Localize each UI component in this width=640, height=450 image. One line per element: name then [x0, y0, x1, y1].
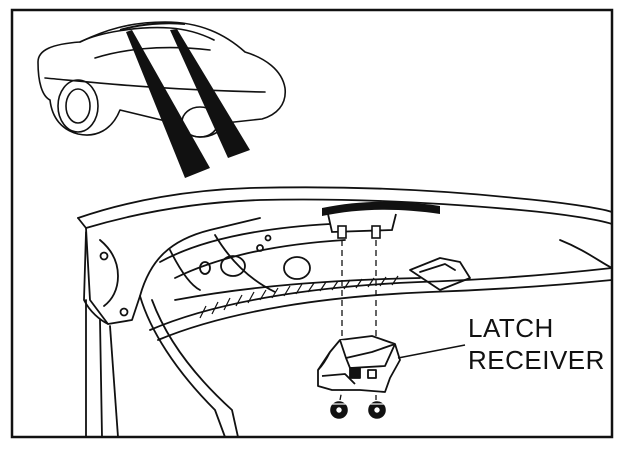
car-window-line — [94, 46, 211, 59]
callout-label-line1: LATCH — [468, 313, 554, 343]
bolt-right — [368, 401, 386, 419]
panel-hole-left — [220, 255, 246, 277]
car-side-line — [44, 77, 266, 93]
callout-label-line2: RECEIVER — [468, 345, 605, 375]
latch-mount-plate — [322, 201, 440, 239]
callout-leader-line — [397, 344, 466, 359]
car-overview-illustration — [37, 21, 286, 138]
car-front-wheel — [57, 79, 99, 133]
mounting-stud-right — [371, 225, 381, 239]
car-body-outline — [37, 21, 286, 138]
panel-hole-right — [283, 256, 311, 280]
latch-bolts — [330, 401, 386, 419]
bolt-left — [330, 401, 348, 419]
car-roof-line — [79, 26, 215, 43]
trunk-lid-detail — [77, 186, 613, 438]
hinge-panel — [77, 217, 261, 325]
zoom-indicator-wedges — [126, 29, 250, 178]
flange-hatching — [199, 275, 399, 319]
mounting-stud-left — [337, 225, 347, 239]
latch-receiver-part — [317, 335, 401, 393]
